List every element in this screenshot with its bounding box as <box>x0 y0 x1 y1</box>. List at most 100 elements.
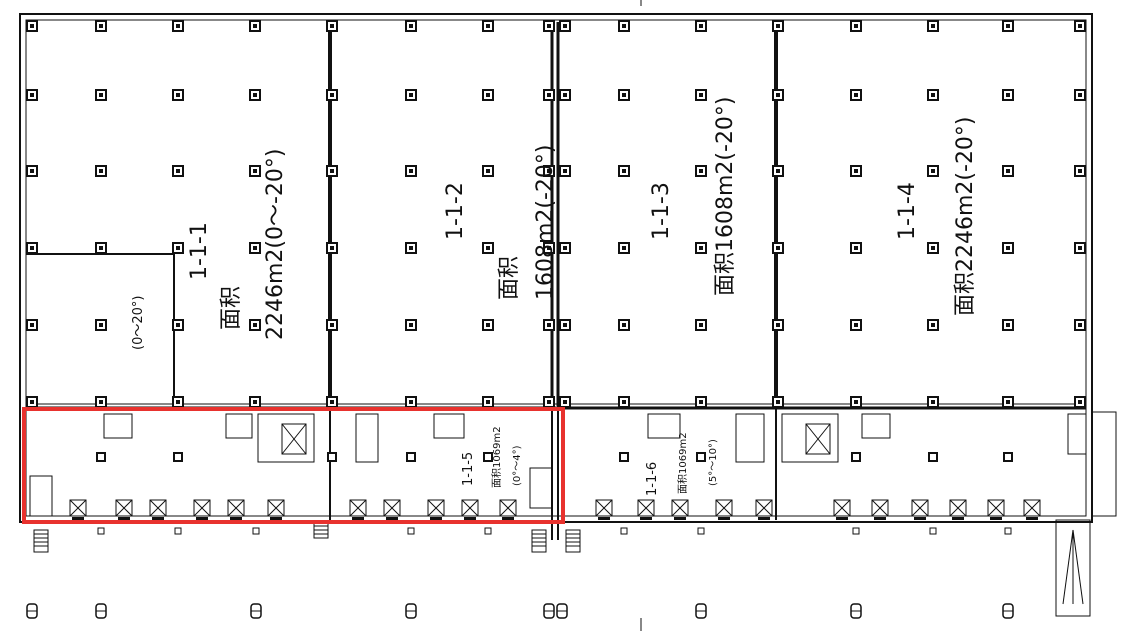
column-core <box>253 400 257 404</box>
parking-symbols <box>26 527 1014 619</box>
column-core <box>1006 93 1010 97</box>
column-core <box>776 93 780 97</box>
structural-columns <box>26 20 1086 462</box>
column-core <box>409 93 413 97</box>
column-core <box>1006 169 1010 173</box>
dock-door-cross <box>671 499 689 517</box>
column-core <box>563 24 567 28</box>
dock-door-cross <box>267 499 285 517</box>
dock-doors <box>69 499 1041 520</box>
column-core <box>99 400 103 404</box>
post <box>484 527 492 535</box>
column <box>928 452 938 462</box>
dock-leveler <box>152 517 164 520</box>
column-core <box>563 323 567 327</box>
column-core <box>330 169 334 173</box>
column-core <box>854 93 858 97</box>
dock-door-cross <box>461 499 479 517</box>
column-core <box>330 93 334 97</box>
column-core <box>486 169 490 173</box>
column-core <box>547 246 551 250</box>
column-core <box>622 169 626 173</box>
column-core <box>176 400 180 404</box>
column <box>696 452 706 462</box>
room-1-1-1-code: 1-1-1 <box>187 222 212 280</box>
column-core <box>563 246 567 250</box>
dock-door <box>911 499 929 517</box>
column <box>327 452 337 462</box>
column-core <box>99 169 103 173</box>
dock-door-cross <box>871 499 889 517</box>
post <box>252 527 260 535</box>
column-core <box>176 24 180 28</box>
column-core <box>854 169 858 173</box>
post <box>1004 527 1012 535</box>
dock-door <box>193 499 211 517</box>
room-1-1-5-code: 1-1-5 <box>461 452 476 486</box>
column-core <box>699 24 703 28</box>
dock-door-cross <box>833 499 851 517</box>
column-core <box>699 323 703 327</box>
column-core <box>409 400 413 404</box>
room-1-1-5-temp: (0°～4°) <box>512 445 523 486</box>
column <box>851 452 861 462</box>
column-core <box>563 169 567 173</box>
dock-door-cross <box>149 499 167 517</box>
dock-leveler <box>464 517 476 520</box>
column-core <box>1078 169 1082 173</box>
room-1-1-2-area-label: 面积 <box>497 256 522 300</box>
post <box>852 527 860 535</box>
column-core <box>176 169 180 173</box>
column-core <box>1078 246 1082 250</box>
column-core <box>547 323 551 327</box>
room-1-1-6-code: 1-1-6 <box>645 462 660 496</box>
dock-door <box>115 499 133 517</box>
column-core <box>1078 24 1082 28</box>
dock-leveler <box>990 517 1002 520</box>
dock-door-cross <box>383 499 401 517</box>
dock-leveler <box>118 517 130 520</box>
dock-door <box>427 499 445 517</box>
dock-door <box>149 499 167 517</box>
dock-door-cross <box>69 499 87 517</box>
dock-leveler <box>352 517 364 520</box>
column-core <box>699 169 703 173</box>
column-core <box>776 24 780 28</box>
dock-leveler <box>674 517 686 520</box>
room-1-1-6-temp: (5°～10°) <box>708 439 719 486</box>
column-core <box>854 24 858 28</box>
dock-leveler <box>230 517 242 520</box>
dock-door-cross <box>755 499 773 517</box>
column-core <box>486 246 490 250</box>
column-core <box>563 93 567 97</box>
dock-leveler <box>874 517 886 520</box>
column-core <box>409 246 413 250</box>
column-core <box>776 400 780 404</box>
dock-door-cross <box>349 499 367 517</box>
dock-leveler <box>72 517 84 520</box>
dock-leveler <box>718 517 730 520</box>
dock-leveler <box>952 517 964 520</box>
column-core <box>30 24 34 28</box>
post <box>97 527 105 535</box>
post <box>697 527 705 535</box>
column-core <box>30 323 34 327</box>
dock-door <box>715 499 733 517</box>
dock-door <box>871 499 889 517</box>
dock-leveler <box>758 517 770 520</box>
dock-door <box>949 499 967 517</box>
column-core <box>253 24 257 28</box>
column-core <box>699 93 703 97</box>
column-core <box>931 323 935 327</box>
dock-door <box>227 499 245 517</box>
column-core <box>30 169 34 173</box>
sub-room-temp: (0～20°) <box>131 296 146 350</box>
dock-door <box>833 499 851 517</box>
room-1-1-5-area: 面积1069m2 <box>491 426 503 488</box>
dock-door-cross <box>227 499 245 517</box>
stairs-left <box>33 521 581 553</box>
dock-leveler <box>196 517 208 520</box>
dock-door-cross <box>499 499 517 517</box>
column-core <box>330 24 334 28</box>
dock-door-cross <box>637 499 655 517</box>
